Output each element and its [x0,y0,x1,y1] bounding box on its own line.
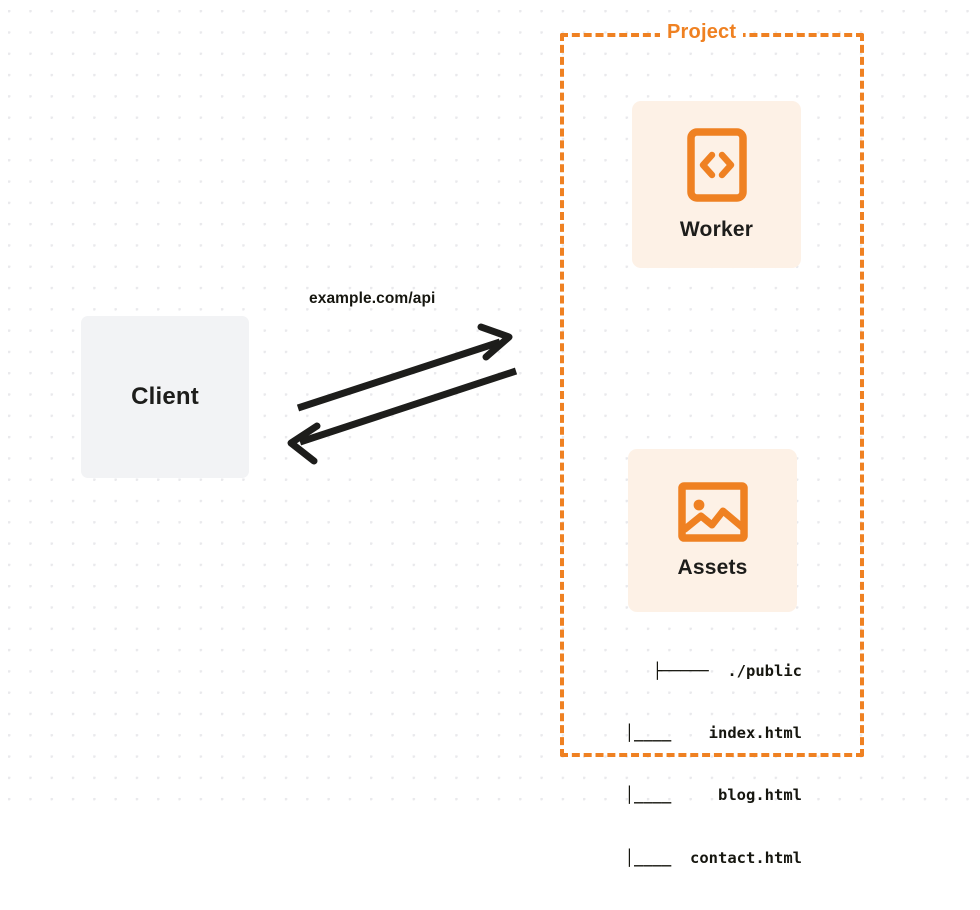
tree-row: │____ contact.html [624,848,802,867]
assets-card[interactable]: Assets [628,449,797,612]
diagram-canvas: Client example.com/api Project Worker [0,0,980,867]
tree-row: │____ index.html [624,723,802,742]
client-label: Client [131,383,199,410]
worker-label: Worker [679,217,754,241]
tree-row: ├───── ./public [652,661,802,680]
code-brackets-icon [686,127,747,202]
image-icon [677,481,748,542]
tree-row: │____ blog.html [624,786,802,805]
request-arrow-outgoing [296,323,513,412]
worker-card[interactable]: Worker [632,101,801,268]
project-title: Project [660,21,744,44]
client-node[interactable]: Client [81,316,249,478]
request-url-label: example.com/api [309,290,436,307]
asset-file-tree: ├───── ./public │____ index.html │____ b… [610,619,802,910]
response-arrow-incoming [287,367,518,465]
assets-label: Assets [677,555,748,579]
